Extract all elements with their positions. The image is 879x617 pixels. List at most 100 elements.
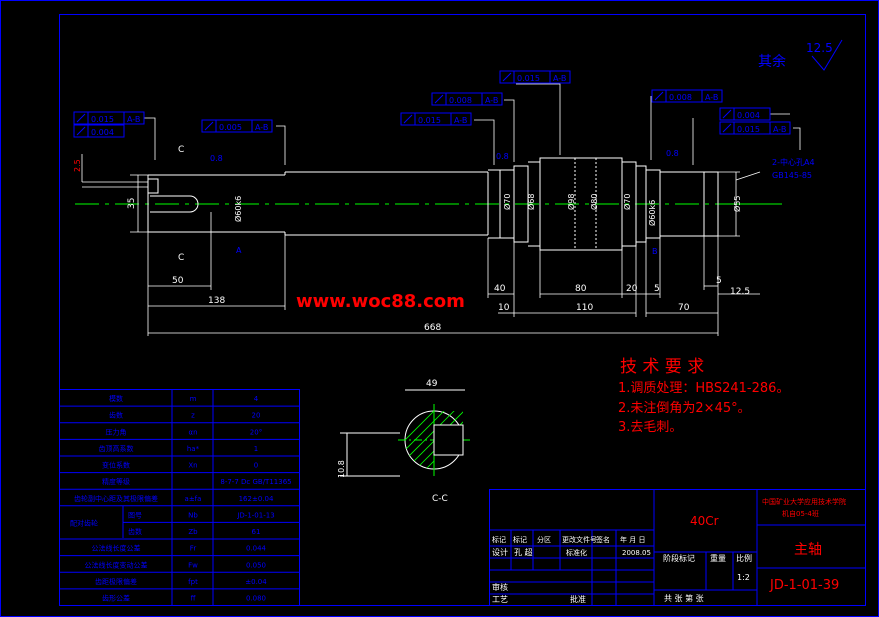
param-value: 4 — [254, 395, 259, 403]
tolerance-datum: A-B — [773, 125, 786, 134]
param-symbol: fpt — [188, 578, 198, 586]
param-symbol: m — [190, 395, 197, 403]
param-name: 公法线长度变动公差 — [85, 560, 148, 569]
roughness-symbol-icon — [811, 39, 843, 71]
runout-icon — [502, 72, 512, 82]
param-name: 压力角 — [106, 427, 127, 436]
tolerance-datum: A-B — [553, 74, 566, 83]
param-row: 齿数 z 20 — [59, 405, 300, 420]
tolerance-value: 0.005 — [219, 123, 242, 132]
runout-icon — [403, 114, 413, 124]
dim-v-2-5: 2.5 — [73, 159, 82, 172]
section-view — [340, 389, 470, 477]
roughness-other-label: 其余 — [758, 53, 786, 70]
runout-icon — [434, 94, 444, 104]
runout-icon — [654, 91, 664, 101]
school-name: 中国矿业大学应用技术学院 — [762, 497, 846, 506]
tolerance-frame: 0.008 A-B — [431, 92, 503, 106]
datum-label-b: B — [652, 247, 658, 256]
runout-icon — [722, 109, 732, 119]
dim-110: 110 — [576, 303, 593, 313]
tolerance-frame: 0.005 A-B — [201, 119, 273, 133]
section-label-cc: C-C — [432, 494, 448, 504]
tech-req-item-2: 2.未注倒角为2×45°。 — [618, 401, 751, 416]
param-symbol: Zb — [188, 528, 198, 536]
param-value: JD-1-01-13 — [236, 511, 274, 519]
tolerance-frame: 0.004 — [719, 107, 771, 121]
param-symbol: ff — [191, 595, 196, 603]
tolerance-datum: A-B — [485, 96, 498, 105]
runout-icon — [76, 126, 86, 136]
param-name: 齿数 — [109, 411, 123, 420]
dim-section-49: 49 — [426, 379, 438, 389]
param-name: 精度等级 — [102, 477, 130, 486]
tb-process: 工艺 — [492, 595, 508, 604]
tb-header-cell: 更改文件号 — [562, 535, 597, 544]
tolerance-value: 0.008 — [449, 96, 472, 105]
weight-label: 重量 — [710, 553, 726, 563]
param-name: 齿距极限偏差 — [95, 577, 137, 586]
dim-v-60k6-right: Ø60k6 — [647, 200, 657, 226]
scale-label: 比例 — [736, 553, 752, 563]
center-hole-note-1: 2-中心孔A4 — [772, 157, 815, 167]
tech-req-item-3: 3.去毛刺。 — [618, 420, 682, 435]
tolerance-value: 0.015 — [737, 125, 760, 134]
drawing-number: JD-1-01-39 — [769, 578, 839, 593]
dim-v-35: 35 — [127, 198, 137, 209]
param-name: 公法线长度公差 — [92, 544, 141, 553]
param-value: 0.080 — [246, 595, 266, 603]
param-symbol: z — [191, 412, 195, 420]
param-value: 8-7-7 Dc GB/T11365 — [220, 478, 291, 486]
param-value: 0.044 — [246, 545, 267, 553]
tb-header-cell: 签名 — [596, 535, 610, 544]
param-value: 20° — [250, 428, 262, 436]
param-sub: 图号 — [128, 511, 142, 519]
tb-header-cell: 分区 — [537, 535, 551, 544]
param-name: 齿顶高系数 — [99, 444, 134, 453]
tb-header-cell: 标记 — [513, 535, 527, 544]
dim-50: 50 — [172, 276, 184, 286]
scale-value: 1:2 — [737, 573, 750, 582]
param-name: 齿轮副中心距及其极限偏差 — [74, 494, 158, 503]
dim-v-60k6-left: Ø60k6 — [233, 196, 243, 222]
section-label-c-bottom: C — [178, 253, 184, 263]
dim-668: 668 — [424, 323, 441, 333]
runout-icon — [204, 121, 214, 131]
tolerance-frame: 0.004 — [73, 124, 125, 138]
tech-req-title: 技 术 要 求 — [620, 357, 704, 377]
param-value: 162±0.04 — [239, 495, 274, 503]
param-row: 压力角 αn 20° — [59, 422, 300, 436]
leader-lines — [144, 83, 801, 165]
tolerance-datum: A-B — [127, 115, 140, 124]
dim-138: 138 — [208, 296, 225, 306]
param-sub: 齿数 — [128, 527, 142, 536]
param-name: 变位系数 — [102, 461, 130, 470]
dim-5b: 5 — [716, 276, 722, 286]
part-name: 主轴 — [794, 542, 822, 558]
param-name: 齿形公差 — [102, 594, 130, 603]
tb-header-cell: 年 月 日 — [620, 535, 645, 544]
param-value: 20 — [252, 412, 261, 420]
tolerance-datum: A-B — [255, 123, 268, 132]
tolerance-value: 0.015 — [91, 115, 114, 124]
dim-40: 40 — [494, 284, 506, 294]
tb-date: 2008.05 — [622, 549, 651, 557]
datum-label-a: A — [236, 246, 242, 255]
tb-header-cell: 标记 — [492, 535, 506, 544]
roughness-mark-1: 0.8 — [210, 154, 223, 163]
tolerance-frame: 0.015 A-B — [719, 121, 791, 135]
tb-review: 审核 — [492, 582, 508, 592]
tb-designer: 孔 超 — [514, 547, 533, 557]
dim-80: 80 — [575, 284, 587, 294]
param-symbol: αn — [188, 428, 197, 436]
tolerance-value: 0.004 — [91, 128, 114, 137]
inner-frame — [59, 14, 866, 606]
dimension-lines — [81, 154, 761, 336]
